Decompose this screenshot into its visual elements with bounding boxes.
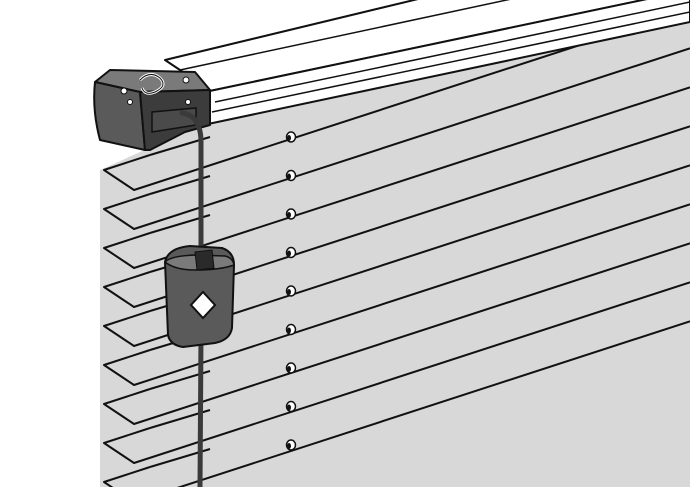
fabric-panel (100, 0, 690, 487)
end-cap-front (93, 81, 146, 151)
end-cap-icon (93, 69, 211, 151)
end-cap-screw (185, 99, 191, 105)
cord-hole-icon (285, 439, 297, 451)
cord-hole-icon (285, 362, 297, 374)
pleat-fold (103, 47, 690, 230)
cord-holes (285, 131, 297, 451)
pleat-fold (103, 8, 690, 191)
pleat-fold (103, 86, 690, 269)
cord-hole-icon (285, 400, 297, 413)
cord (179, 110, 204, 253)
pleat-fold (103, 242, 690, 425)
headrail-groove (214, 1, 690, 103)
end-cap-screw (182, 76, 190, 84)
pleat-fold (103, 164, 690, 347)
headrail-edge (179, 0, 511, 71)
cord-hole-icon (285, 169, 297, 182)
cord-hole-icon (285, 208, 297, 220)
headrail-groove-2 (211, 11, 690, 113)
pleat-fold (103, 203, 690, 386)
cord-tensioner-icon (163, 245, 235, 348)
pleat-fold (103, 281, 690, 464)
end-cap-screw (127, 99, 133, 105)
end-cap-spiral-outline (139, 74, 164, 94)
cord-hole-icon (285, 246, 297, 259)
tensioner-slot (194, 249, 215, 271)
pleat-fold (103, 125, 690, 308)
cord-hole-icon (285, 323, 297, 336)
pleat-fold (103, 320, 690, 487)
diamond-icon (189, 290, 217, 320)
end-cap-screw (120, 87, 128, 95)
cord-hole-icon (285, 131, 297, 143)
cord-lower (197, 334, 204, 487)
cord-hole-icon (285, 285, 297, 297)
